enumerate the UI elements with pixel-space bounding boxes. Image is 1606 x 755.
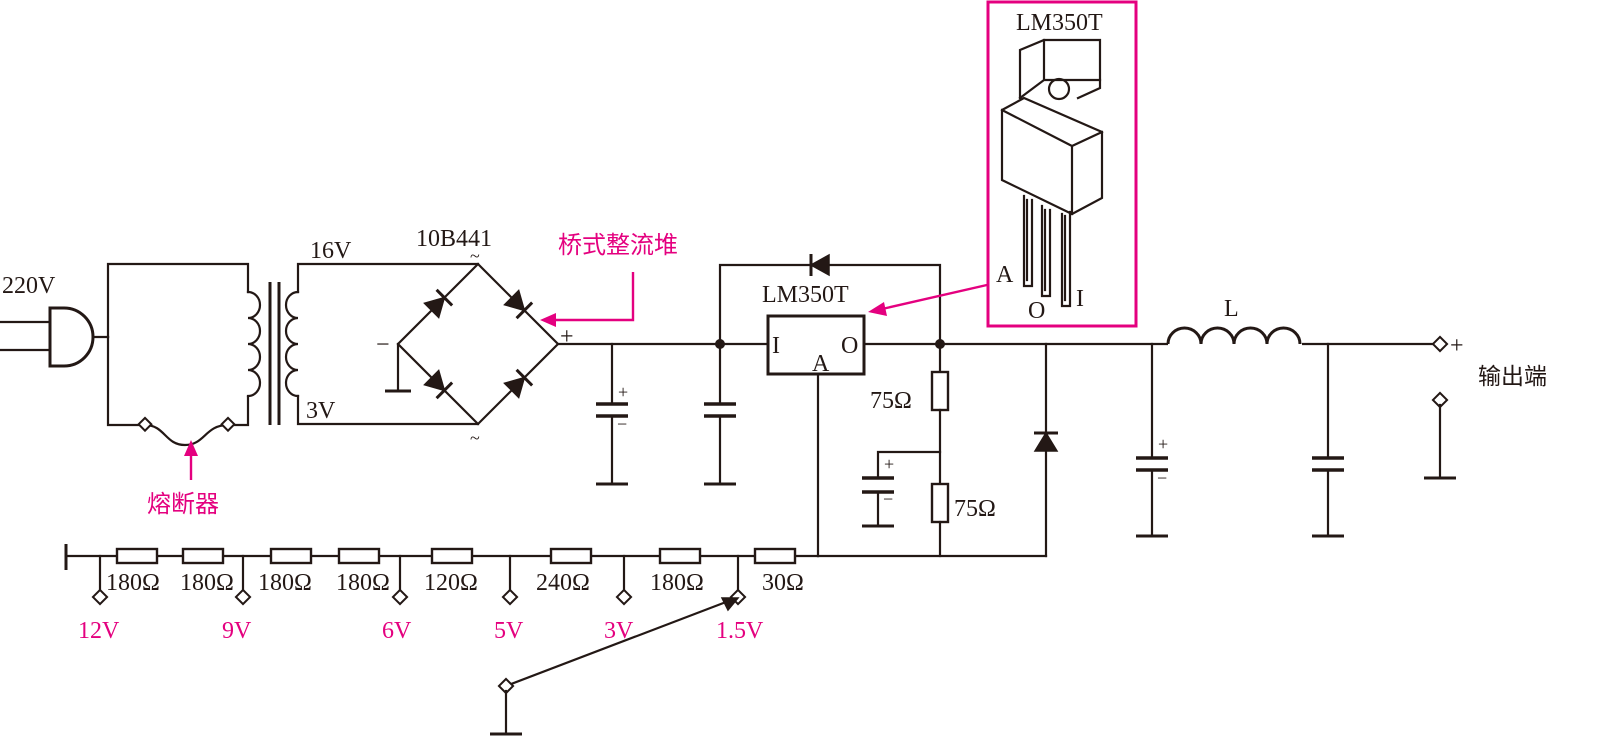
cap4-plus: + <box>1158 434 1168 454</box>
reg-pin-in: I <box>772 333 780 359</box>
ladder-resistor-label: 180Ω <box>650 570 704 596</box>
ladder-resistor-label: 180Ω <box>106 570 160 596</box>
ladder-resistor-label: 240Ω <box>536 570 590 596</box>
package-pin-i: I <box>1076 286 1084 312</box>
ladder-resistor-label: 180Ω <box>336 570 390 596</box>
ladder-tap-terminal[interactable] <box>91 588 109 606</box>
power-plug <box>0 306 110 368</box>
mid-electrolytic-capacitor <box>862 450 942 528</box>
r-75-upper: 75Ω <box>870 388 912 414</box>
input-voltage-label: 220V <box>2 273 56 299</box>
fuse <box>137 416 236 447</box>
dc-input-bus <box>556 339 770 349</box>
voltage-selector-switch[interactable] <box>490 597 740 736</box>
ladder-tap-terminal[interactable] <box>615 588 633 606</box>
ladder-tap-terminal[interactable] <box>391 588 409 606</box>
inductor-label: L <box>1224 296 1239 322</box>
bridge-rectifier <box>385 262 560 426</box>
output-protection-diode <box>1033 342 1059 558</box>
secondary-3v-label: 3V <box>306 398 336 424</box>
ladder-resistor <box>181 547 225 565</box>
bridge-diode-3 <box>423 369 454 400</box>
bridge-plus: + <box>560 324 574 350</box>
output-label: 输出端 <box>1478 364 1547 390</box>
cap1-minus: − <box>617 414 627 434</box>
ladder-tap-terminal[interactable] <box>501 588 519 606</box>
bridge-diode-1 <box>423 288 454 319</box>
ladder-resistor <box>337 547 381 565</box>
ladder-tap-label: 12V <box>78 618 120 644</box>
secondary-16v-label: 16V <box>310 238 352 264</box>
ladder-resistor-label: 30Ω <box>762 570 804 596</box>
output-electrolytic-capacitor <box>1136 342 1168 538</box>
package-pin-a: A <box>996 262 1014 288</box>
fuse-callout <box>184 440 198 480</box>
ladder-resistor-label: 180Ω <box>180 570 234 596</box>
cap4-minus: − <box>1157 468 1167 488</box>
ladder-resistor <box>430 547 474 565</box>
output-terminals <box>1424 335 1456 480</box>
primary-wiring <box>106 262 250 427</box>
reverse-protection-diode <box>718 253 942 346</box>
output-plus: + <box>1450 333 1464 359</box>
voltage-select-ladder: 180Ω 180Ω 180Ω 180Ω 120Ω 240Ω 180Ω 30Ω 12V 9V 6V 5V… <box>64 544 820 644</box>
r-75-lower: 75Ω <box>954 496 996 522</box>
ladder-tap-label: 1.5V <box>716 618 764 644</box>
ladder-resistor <box>115 547 159 565</box>
ladder-tap-terminal[interactable] <box>234 588 252 606</box>
ladder-tap-label: 3V <box>604 618 634 644</box>
bridge-name-label: 桥式整流堆 <box>558 231 678 259</box>
ladder-tap-label: 9V <box>222 618 252 644</box>
ladder-resistor <box>658 547 702 565</box>
fuse-label: 熔断器 <box>147 490 219 518</box>
transformer <box>246 262 480 426</box>
package-pin-o: O <box>1028 298 1045 324</box>
ladder-resistor-label: 180Ω <box>258 570 312 596</box>
bridge-minus: − <box>376 332 390 358</box>
bridge-ac-bottom: ~ <box>470 428 480 448</box>
ladder-resistor-label: 120Ω <box>424 570 478 596</box>
reg-pin-out: O <box>841 333 858 359</box>
ladder-resistor <box>753 547 797 565</box>
package-inset <box>986 0 1138 328</box>
bridge-diode-4 <box>503 368 534 399</box>
bridge-diode-2 <box>503 289 534 320</box>
ladder-resistor <box>549 547 593 565</box>
cap3-minus: − <box>883 489 893 509</box>
regulator-callout <box>868 280 1001 316</box>
ladder-tap-label: 5V <box>494 618 524 644</box>
bridge-callout <box>540 272 635 327</box>
output-ceramic-capacitor <box>1312 342 1344 538</box>
bridge-part-label: 10B441 <box>416 226 492 252</box>
ladder-resistor <box>269 547 313 565</box>
reg-pin-adj: A <box>812 351 830 377</box>
regulator-label: LM350T <box>762 282 849 308</box>
input-electrolytic-capacitor <box>596 342 628 486</box>
inductor-l <box>1166 326 1302 358</box>
cap1-plus: + <box>618 382 628 402</box>
output-divider <box>930 339 950 558</box>
input-ceramic-capacitor <box>704 342 736 486</box>
ladder-tap-label: 6V <box>382 618 412 644</box>
cap3-plus: + <box>884 454 894 474</box>
package-title: LM350T <box>1016 10 1103 36</box>
bridge-ac-top: ~ <box>470 246 480 266</box>
